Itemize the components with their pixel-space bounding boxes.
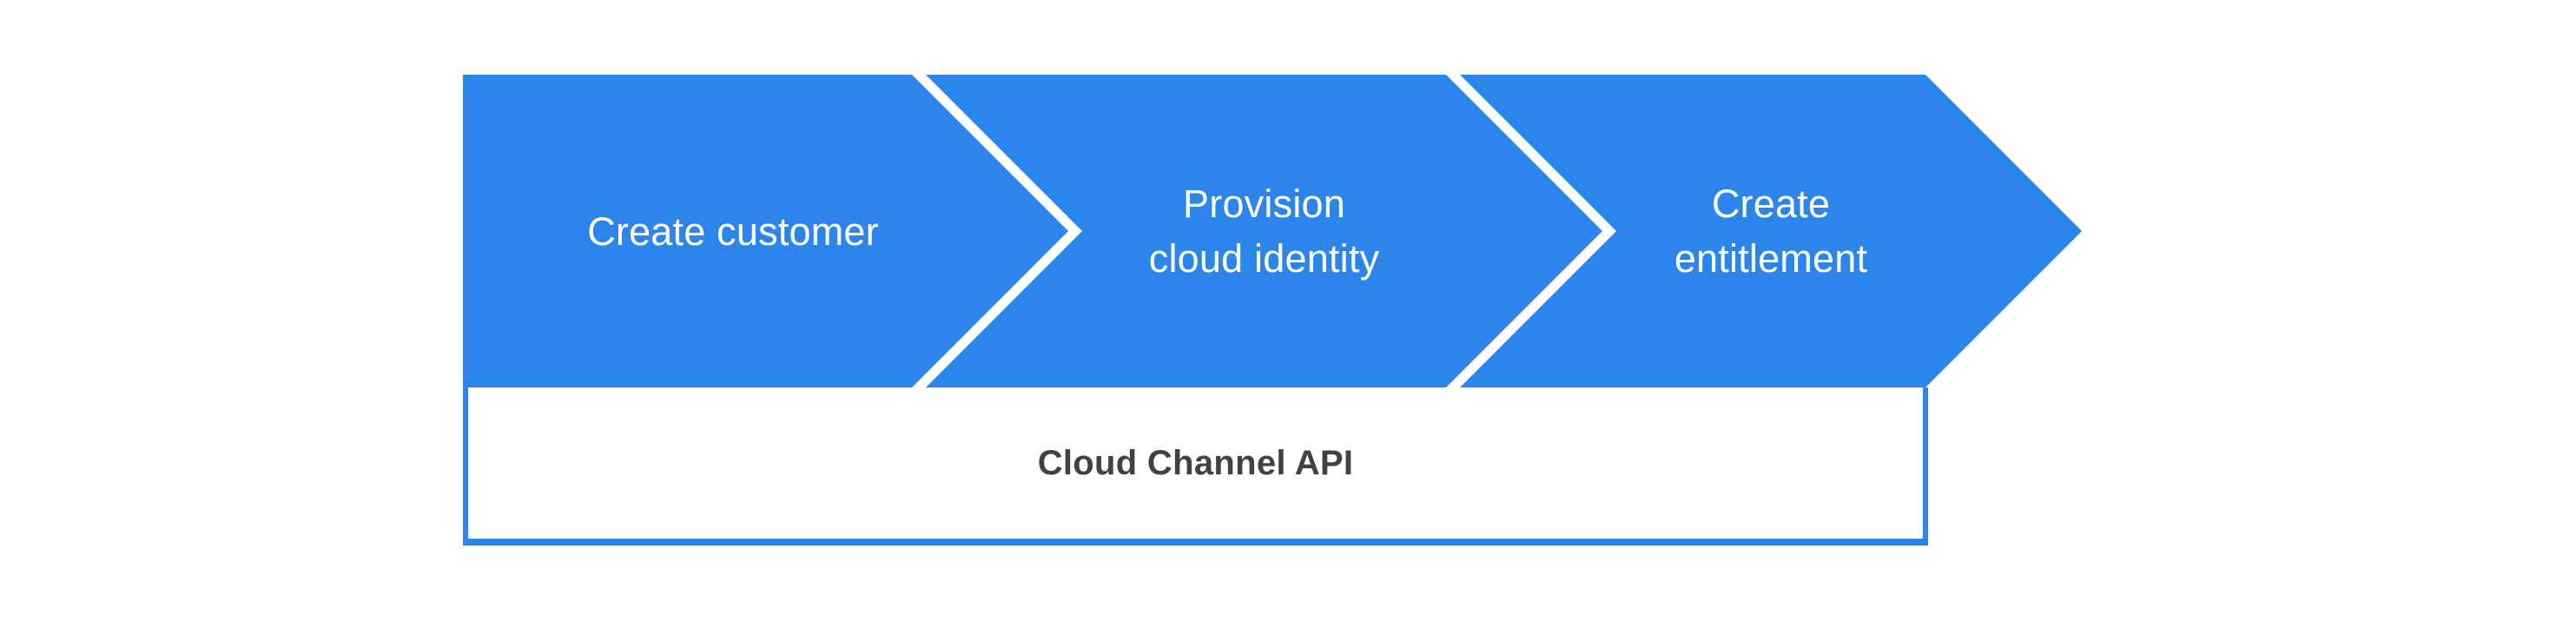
step-label-create-customer: Create customer (587, 209, 879, 254)
step-chevron-provision-cloud-identity: Provision cloud identity (926, 75, 1602, 387)
cloud-channel-api-box: Cloud Channel API (463, 387, 1928, 546)
step-label-create-entitlement: Create entitlement (1674, 182, 1868, 281)
cloud-channel-api-label: Cloud Channel API (1037, 443, 1354, 482)
step-label-provision-cloud-identity: Provision cloud identity (1148, 182, 1380, 281)
